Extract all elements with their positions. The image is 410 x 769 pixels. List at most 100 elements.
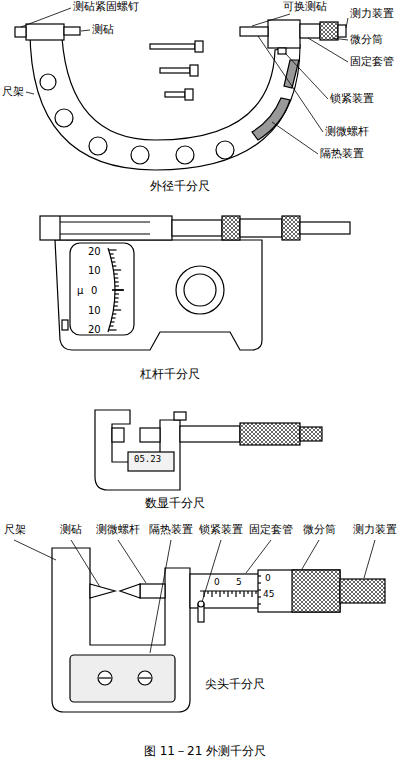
display-reading: 05.23 (134, 455, 161, 465)
lever-micrometer (240, 219, 282, 237)
outside-micrometer (320, 22, 338, 40)
pointed-micrometer (139, 677, 151, 678)
pointed-micrometer (223, 591, 224, 594)
leader-line (81, 30, 90, 31)
outside-micrometer (185, 89, 193, 100)
figure-title: 杠杆千分尺 (140, 368, 200, 381)
part-name: 尺架 (4, 524, 26, 536)
lever-micrometer (109, 329, 117, 330)
lever-micrometer (109, 250, 124, 330)
pointed-micrometer (239, 591, 240, 594)
pointed-micrometer (247, 591, 248, 594)
lever-micrometer (109, 249, 117, 250)
outside-micrometer (26, 24, 64, 40)
lever-micrometer (282, 216, 300, 240)
part-name: 锁紧装置 (199, 524, 243, 536)
part-name: 锁紧装置 (330, 93, 374, 105)
lever-micrometer (114, 277, 118, 278)
part-name: 测微螺杆 (325, 126, 369, 138)
scale-number: 0 (265, 574, 271, 584)
outside-micrometer (131, 146, 149, 164)
scale-number: 0 (214, 578, 220, 588)
digital-micrometer (240, 423, 300, 445)
part-name: 固定套管 (249, 524, 293, 536)
lever-micrometer (114, 273, 118, 274)
leader-line (252, 14, 290, 26)
lever-micrometer (70, 243, 134, 335)
outside-micrometer (338, 25, 346, 37)
outside-micrometer (15, 20, 346, 170)
pointed-micrometer (211, 591, 212, 597)
lever-micrometer (115, 293, 119, 294)
lever-micrometer (184, 274, 216, 306)
pointed-micrometer (198, 601, 204, 607)
lever-micrometer (115, 281, 119, 282)
outside-micrometer (89, 137, 107, 155)
outside-micrometer (190, 65, 198, 76)
leader-line (150, 540, 171, 653)
lever-micrometer (112, 289, 124, 291)
part-name: 尺架 (2, 86, 24, 98)
leader-line (258, 36, 323, 132)
outside-micrometer (64, 27, 80, 35)
scale-number: 0 (91, 285, 97, 296)
outside-micrometer (160, 68, 190, 73)
lever-micrometer (113, 309, 121, 310)
leader-line (272, 122, 318, 154)
leader-line (285, 53, 328, 99)
pointed-micrometer (120, 584, 140, 598)
lever-micrometer (172, 220, 222, 236)
leader-line (202, 540, 221, 602)
outside-micrometer (300, 24, 320, 38)
outside-micrometer (268, 20, 300, 48)
leader-line (118, 540, 146, 583)
pointed-micrometer (255, 591, 256, 594)
leader-line (26, 92, 34, 94)
digital-micrometer (300, 427, 322, 441)
part-name: 隔热装置 (149, 524, 193, 536)
pointed-micrometer (243, 591, 244, 597)
pointed-micrometer (258, 582, 261, 583)
outside-micrometer (55, 109, 73, 127)
scale-number: 10 (88, 265, 101, 276)
pointed-micrometer (258, 575, 261, 576)
leader-line (14, 540, 375, 653)
leader-line (346, 18, 348, 28)
lever-micrometer (112, 261, 116, 262)
digital-micrometer (174, 412, 186, 420)
outside-micrometer (15, 27, 26, 37)
digital-micrometer (180, 426, 240, 442)
pointed-micrometer (340, 579, 385, 603)
pointed-micrometer (204, 576, 261, 604)
lever-micrometer (111, 257, 115, 258)
leader-line (364, 540, 375, 578)
lever-micrometer (114, 305, 118, 306)
part-name: 测砧 (92, 24, 114, 36)
pointed-micrometer (292, 570, 340, 612)
lever-micrometer (222, 216, 240, 240)
part-name: 微分筒 (350, 34, 383, 46)
outside-micrometer (195, 41, 203, 52)
lever-micrometer (110, 253, 114, 254)
part-name: 微分筒 (303, 524, 336, 536)
pointed-micrometer (52, 548, 385, 712)
lever-micrometer (112, 313, 116, 314)
lever-micrometer (112, 317, 116, 318)
scale-number: 10 (88, 305, 101, 316)
outside-micrometer (278, 48, 286, 54)
part-name: 测砧 (60, 524, 82, 536)
pointed-micrometer (219, 591, 220, 597)
figure-title: 尖头千分尺 (205, 678, 265, 691)
pointed-micrometer (215, 591, 216, 594)
scale-number: 5 (236, 578, 242, 588)
outside-micrometer (240, 27, 268, 36)
lever-micrometer (60, 216, 150, 240)
leader-line (302, 540, 319, 569)
lever-micrometer (115, 285, 119, 286)
pointed-micrometer (231, 591, 232, 594)
lever-micrometer (110, 325, 114, 326)
part-name: 测微螺杆 (96, 524, 140, 536)
digital-micrometer (112, 428, 124, 442)
lever-micrometer (55, 240, 262, 350)
